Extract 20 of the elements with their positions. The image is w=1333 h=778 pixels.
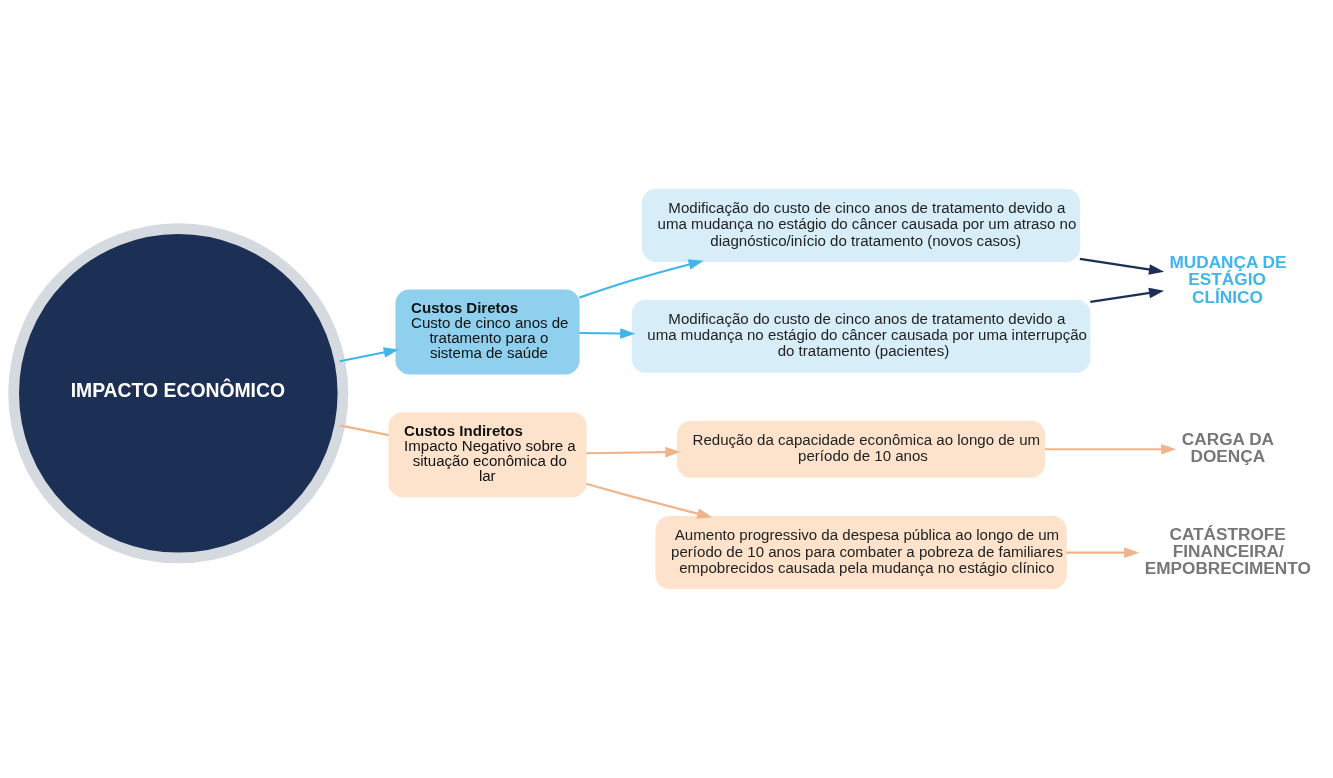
arrow bbox=[1066, 547, 1140, 558]
node-box: Custos Diretos Custo de cinco anos de tratamento para o sistema de saúde bbox=[395, 289, 580, 375]
arrow bbox=[586, 446, 681, 458]
arrow bbox=[578, 259, 704, 299]
node-box: Modificação do custo de cinco anos de tratamento devido a uma mudança no estágio do câncer causada por uma interrupção do tratamento (pacientes) bbox=[631, 299, 1091, 373]
arrow bbox=[1090, 287, 1165, 303]
arrow bbox=[579, 328, 636, 339]
node-box: Modificação do custo de cinco anos de tratamento devido a uma mudança no estágio do câncer causada por um atraso no diagnóstico/início do tratamento (novos casos) bbox=[642, 188, 1081, 262]
arrow bbox=[339, 347, 399, 363]
node-text: MUDANÇA DE ESTÁGIO CLÍNICO bbox=[1169, 252, 1287, 307]
arrow bbox=[585, 482, 713, 519]
node-box: Aumento progressivo da despesa pública ao longo de um período de 10 anos para combater a pobreza de familiares empobrecidos causada pela mudança no estágio clínico bbox=[655, 516, 1067, 590]
node-box: Custos Indiretos Impacto Negativo sobre a situação econômica do lar bbox=[388, 412, 587, 498]
node-text: CARGA DA DOENÇA bbox=[1181, 428, 1275, 466]
connector bbox=[339, 424, 389, 437]
node-circle: IMPACTO ECONÔMICO bbox=[8, 223, 349, 564]
node-text: CATÁSTROFE FINANCEIRA/ EMPOBRECIMENTO bbox=[1144, 523, 1311, 578]
arrow bbox=[1044, 444, 1177, 455]
arrow bbox=[1079, 257, 1165, 275]
node-box: Redução da capacidade econômica ao longo de um período de 10 anos bbox=[677, 420, 1046, 478]
